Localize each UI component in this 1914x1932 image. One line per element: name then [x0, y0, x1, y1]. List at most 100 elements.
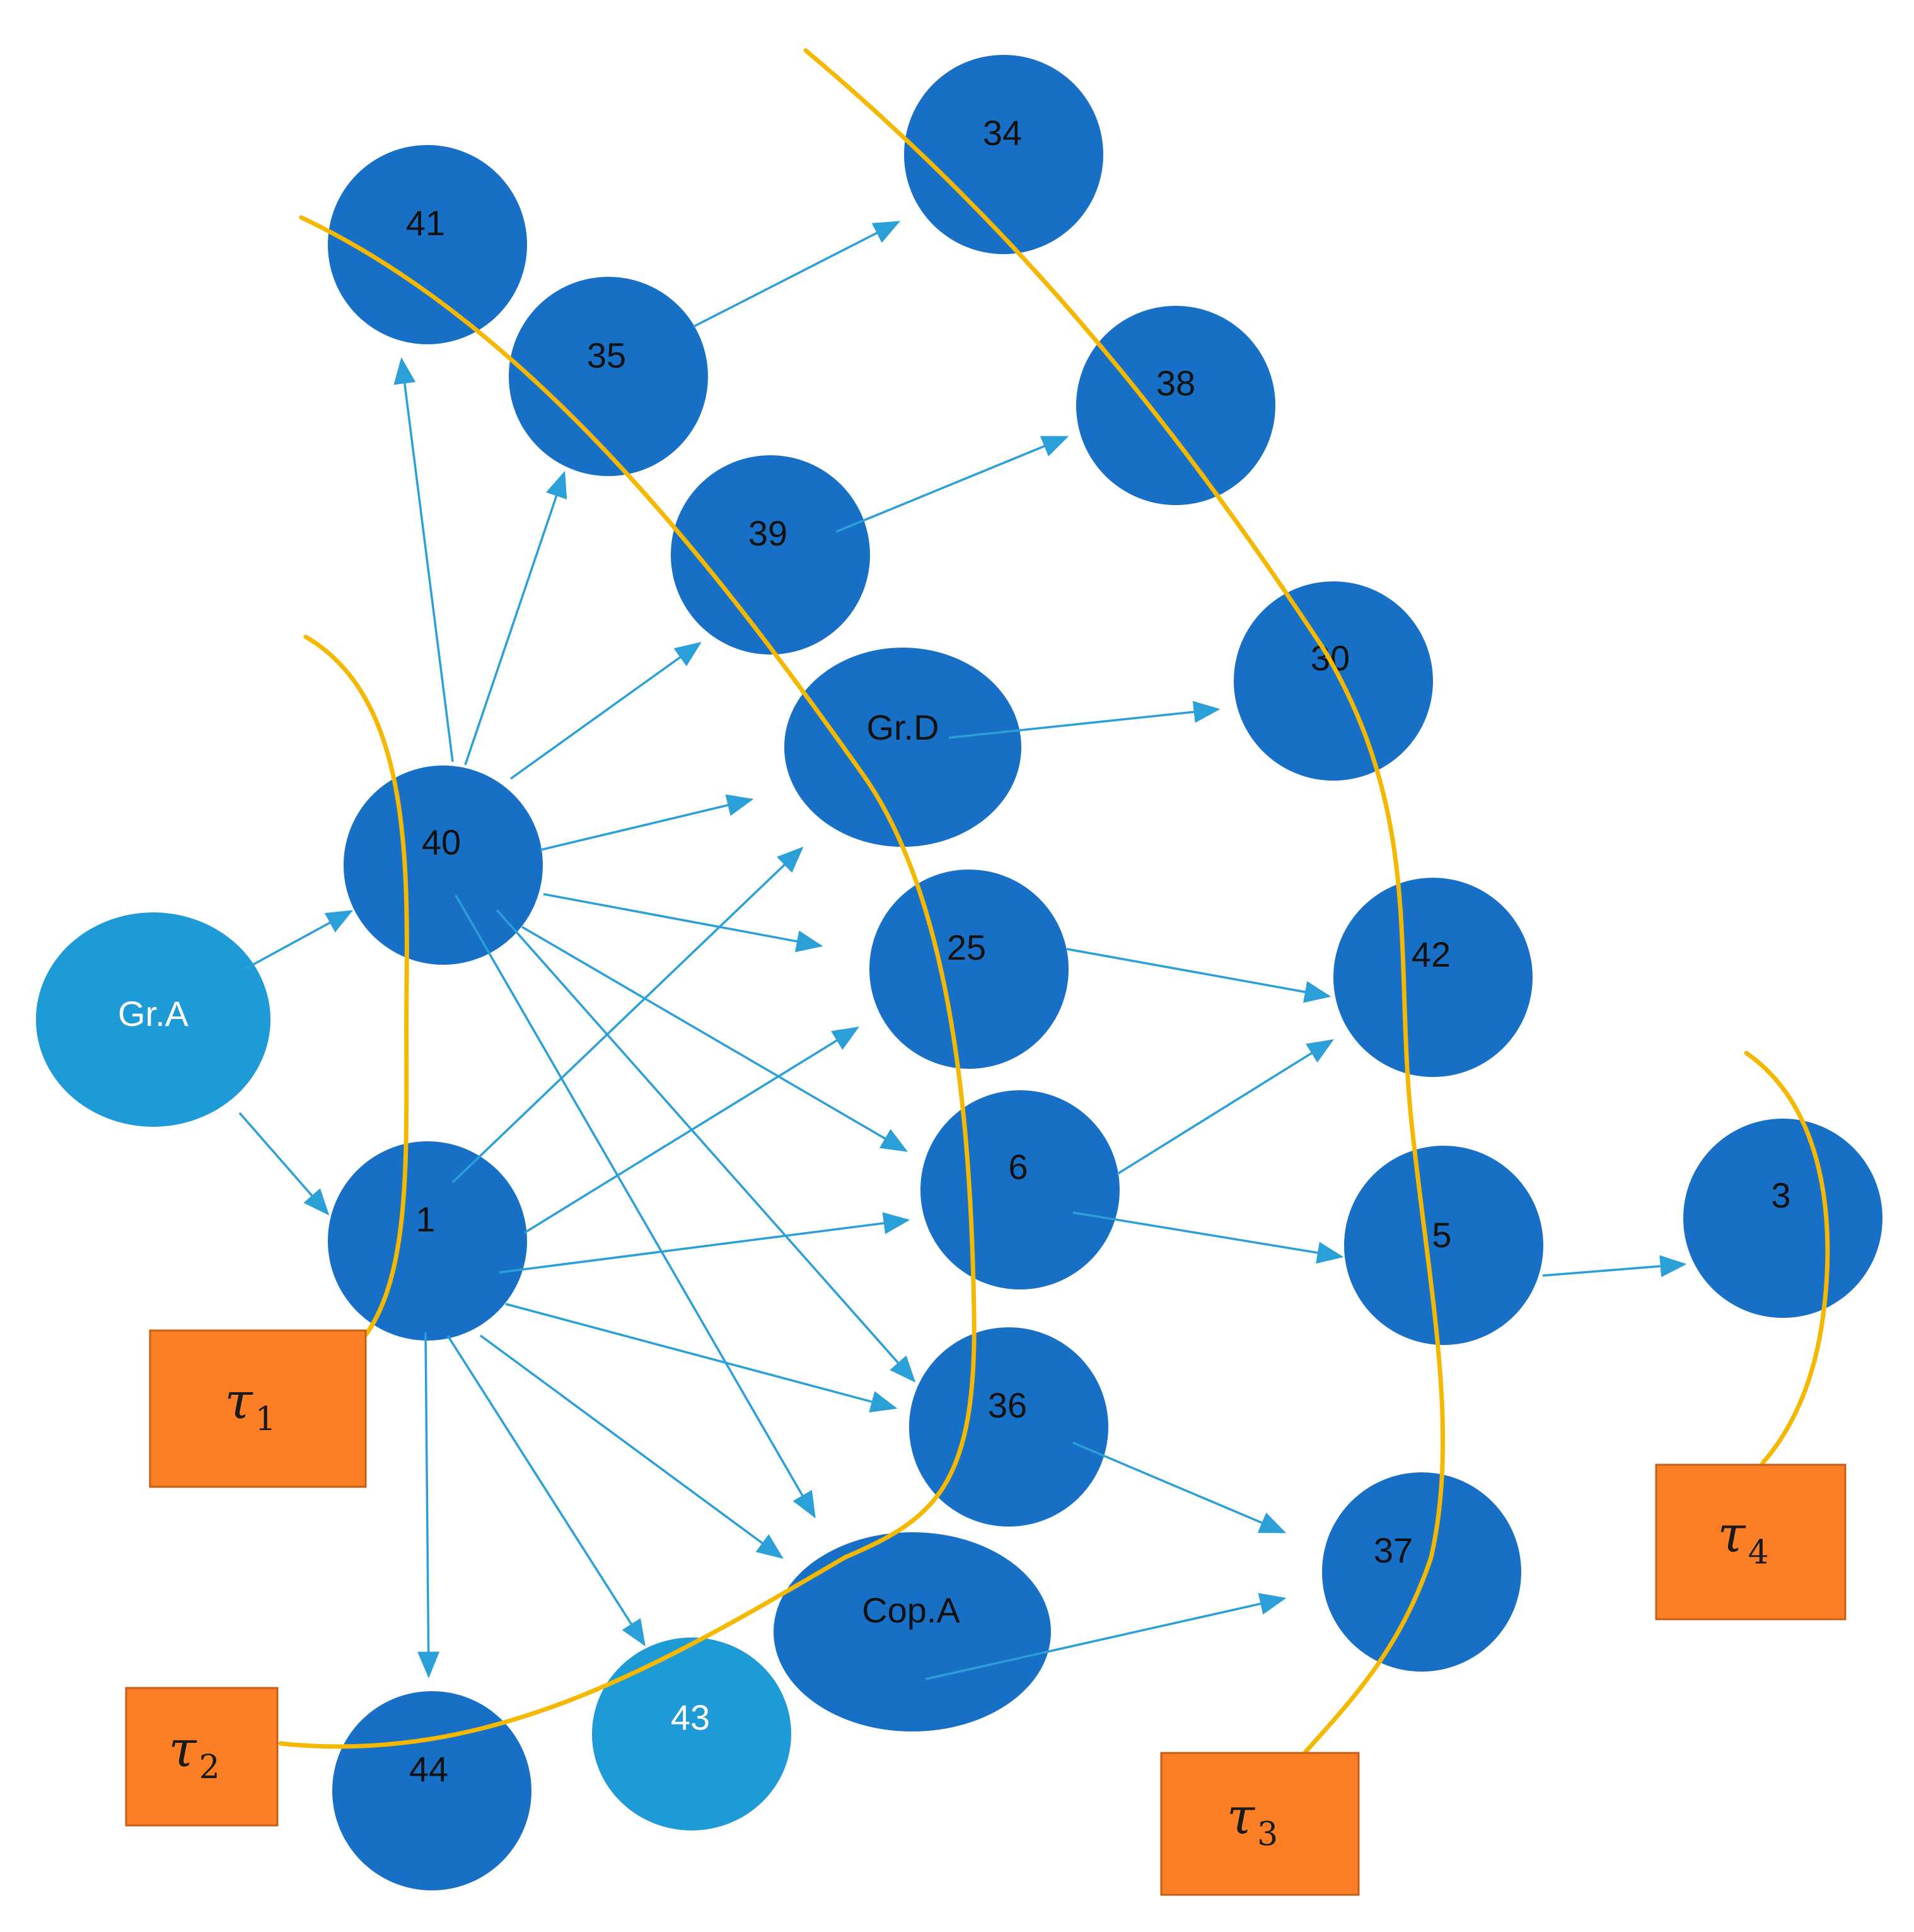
edge-n5-to-n3: [1542, 1255, 1687, 1277]
tau-symbol: τ: [168, 1720, 197, 1778]
node-circle-n38: [1076, 306, 1275, 505]
node-n5: 5: [1344, 1146, 1543, 1345]
edge-CopA-to-n37: [925, 1593, 1287, 1680]
node-label-n6: 6: [1008, 1147, 1028, 1187]
node-GrD: Gr.D: [784, 648, 1021, 847]
tau-box-tau3: τ3: [1160, 1752, 1360, 1896]
node-n39: 39: [671, 455, 870, 655]
node-n43: 43: [592, 1638, 791, 1830]
edge-n40-to-CopA: [455, 895, 816, 1519]
tau-label-tau3: τ3: [1227, 1787, 1278, 1854]
node-label-n41: 41: [406, 203, 445, 243]
edge-n40-to-GrD: [540, 794, 754, 851]
node-circle-n30: [1234, 581, 1433, 781]
tau-subscript: 3: [1257, 1815, 1278, 1853]
node-n44: 44: [332, 1691, 531, 1890]
node-label-n1: 1: [415, 1199, 435, 1239]
node-label-n3: 3: [1771, 1175, 1790, 1215]
node-circle-CopA: [774, 1532, 1051, 1731]
node-n38: 38: [1076, 306, 1275, 505]
node-circle-GrA: [36, 912, 270, 1127]
node-label-GrD: Gr.D: [866, 707, 939, 747]
node-n37: 37: [1322, 1472, 1521, 1672]
nodes-layer: Gr.A401413539Gr.D25636Cop.A4344343830425…: [36, 55, 1882, 1890]
tau-box-tau1: τ1: [149, 1329, 367, 1488]
node-label-n25: 25: [947, 928, 986, 967]
node-circle-n1: [328, 1141, 527, 1341]
node-label-n35: 35: [587, 335, 626, 375]
edge-n40-to-n39: [509, 641, 702, 780]
tau-box-tau4: τ4: [1655, 1464, 1847, 1621]
edge-n6-to-n42: [1116, 1039, 1334, 1175]
edge-n35-to-n34: [693, 221, 901, 328]
node-GrA: Gr.A: [36, 912, 270, 1127]
edge-GrA-to-n1: [238, 1112, 330, 1216]
edge-n1-to-GrD: [451, 846, 804, 1184]
node-circle-n41: [328, 145, 527, 344]
edge-n25-to-n42: [1066, 948, 1331, 1003]
node-n40: 40: [344, 765, 543, 965]
tau-subscript: 2: [199, 1749, 220, 1786]
edge-n39-to-n38: [836, 436, 1069, 533]
node-label-CopA: Cop.A: [862, 1590, 960, 1630]
node-circle-n42: [1333, 878, 1533, 1077]
edge-n40-to-n35: [464, 470, 567, 765]
boundary-curve-tau4: [1744, 1050, 1830, 1465]
node-CopA: Cop.A: [774, 1532, 1051, 1731]
node-label-n38: 38: [1156, 363, 1195, 403]
tau-symbol: τ: [224, 1371, 253, 1430]
node-circle-n6: [920, 1090, 1120, 1289]
node-n36: 36: [909, 1327, 1108, 1527]
tau-rect-tau3: [1160, 1752, 1360, 1896]
node-label-n40: 40: [422, 822, 461, 862]
edge-n40-to-n41: [393, 357, 454, 762]
tau-label-tau2: τ2: [168, 1720, 219, 1786]
tau-symbol: τ: [1227, 1787, 1256, 1846]
edge-n6-to-n5: [1072, 1211, 1344, 1264]
edge-n1-to-n36: [505, 1303, 898, 1412]
edge-n1-to-n44: [417, 1332, 440, 1679]
node-label-n42: 42: [1412, 934, 1451, 974]
node-circle-n35: [509, 277, 708, 476]
node-label-n5: 5: [1432, 1215, 1451, 1255]
edges-layer: [238, 221, 1687, 1680]
boundary-layer: [278, 48, 1830, 1759]
node-n3: 3: [1683, 1119, 1882, 1318]
edge-n36-to-n37: [1072, 1441, 1287, 1533]
edge-n1-to-n43: [446, 1335, 646, 1646]
node-circle-GrD: [784, 648, 1021, 847]
node-circle-n36: [909, 1327, 1108, 1527]
node-circle-n25: [869, 870, 1069, 1069]
edge-n1-to-n6: [499, 1212, 910, 1274]
tau-rect-tau1: [149, 1329, 367, 1488]
node-n34: 34: [904, 55, 1103, 254]
node-circle-n44: [332, 1691, 531, 1890]
edge-n1-to-n25: [524, 1027, 859, 1234]
edge-n40-to-n36: [496, 909, 916, 1383]
node-circle-n3: [1683, 1119, 1882, 1318]
boundary-curve-tau1: [303, 634, 409, 1339]
node-n41: 41: [328, 145, 527, 344]
tau-label-tau1: τ1: [224, 1371, 276, 1438]
node-label-n37: 37: [1374, 1530, 1413, 1570]
tau-box-tau2: τ2: [125, 1687, 279, 1827]
tau-subscript: 4: [1748, 1533, 1769, 1571]
edge-GrD-to-n30: [948, 701, 1221, 739]
node-n30: 30: [1234, 581, 1433, 781]
tau-label-tau4: τ4: [1717, 1505, 1768, 1572]
node-circle-n40: [344, 765, 543, 965]
node-n25: 25: [869, 870, 1069, 1069]
node-label-n34: 34: [983, 113, 1022, 153]
node-circle-n37: [1322, 1472, 1521, 1672]
node-label-n43: 43: [671, 1697, 710, 1737]
node-label-n39: 39: [748, 513, 787, 553]
tau-symbol: τ: [1717, 1505, 1746, 1564]
tau-rect-tau2: [125, 1687, 279, 1827]
node-n35: 35: [509, 277, 708, 476]
node-n1: 1: [328, 1141, 527, 1341]
node-circle-n39: [671, 455, 870, 655]
boundary-curve-tau2: [278, 215, 977, 1749]
edge-GrA-to-n40: [244, 910, 354, 970]
